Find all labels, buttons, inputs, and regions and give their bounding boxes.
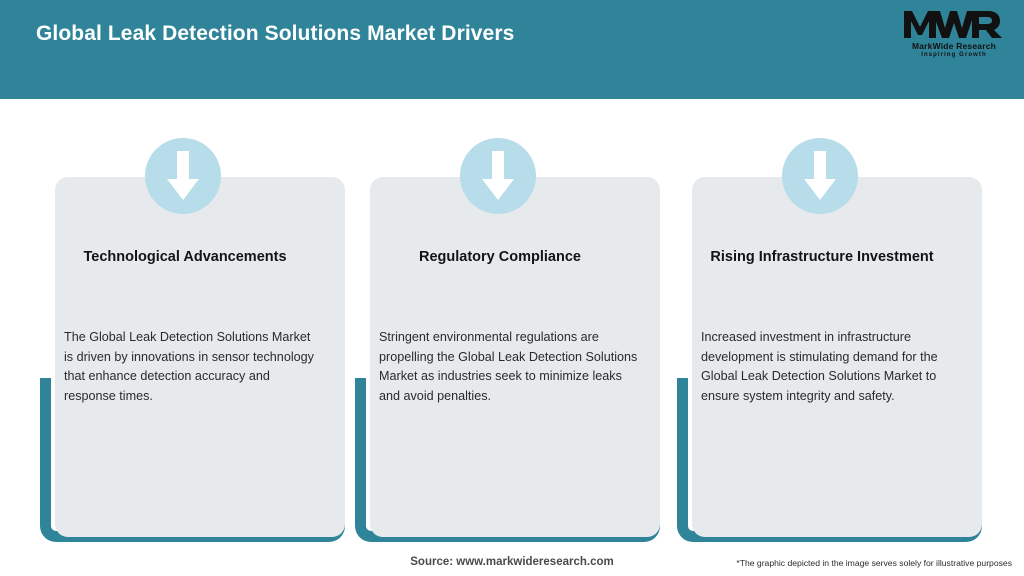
logo-tagline: Inspiring Growth	[921, 52, 987, 58]
down-arrow-icon	[782, 138, 858, 214]
card-title: Rising Infrastructure Investment	[710, 249, 934, 265]
card-title: Regulatory Compliance	[419, 249, 581, 265]
card-body-text: The Global Leak Detection Solutions Mark…	[64, 330, 314, 403]
disclaimer-label: *The graphic depicted in the image serve…	[736, 558, 1012, 568]
mwr-logo-icon	[900, 8, 1008, 40]
source-label: Source: www.markwideresearch.com	[410, 556, 614, 568]
down-arrow-icon	[460, 138, 536, 214]
down-arrow-icon	[145, 138, 221, 214]
card-body-text: Increased investment in infrastructure d…	[701, 330, 938, 403]
driver-card-1[interactable]: Technological Advancements The Global Le…	[40, 138, 345, 543]
brand-logo: MarkWide Research Inspiring Growth	[900, 8, 1008, 62]
driver-card-3[interactable]: Rising Infrastructure Investment Increas…	[677, 138, 982, 543]
card-title: Technological Advancements	[83, 249, 287, 265]
card-panel	[55, 177, 345, 537]
header-band: Global Leak Detection Solutions Market D…	[0, 0, 1024, 99]
logo-company-name: MarkWide Research	[911, 41, 997, 51]
card-body-text: Stringent environmental regulations are …	[379, 330, 638, 403]
card-panel	[692, 177, 982, 537]
card-panel	[370, 177, 660, 537]
driver-card-2[interactable]: Regulatory Compliance Stringent environm…	[355, 138, 660, 543]
page-title: Global Leak Detection Solutions Market D…	[36, 22, 515, 45]
